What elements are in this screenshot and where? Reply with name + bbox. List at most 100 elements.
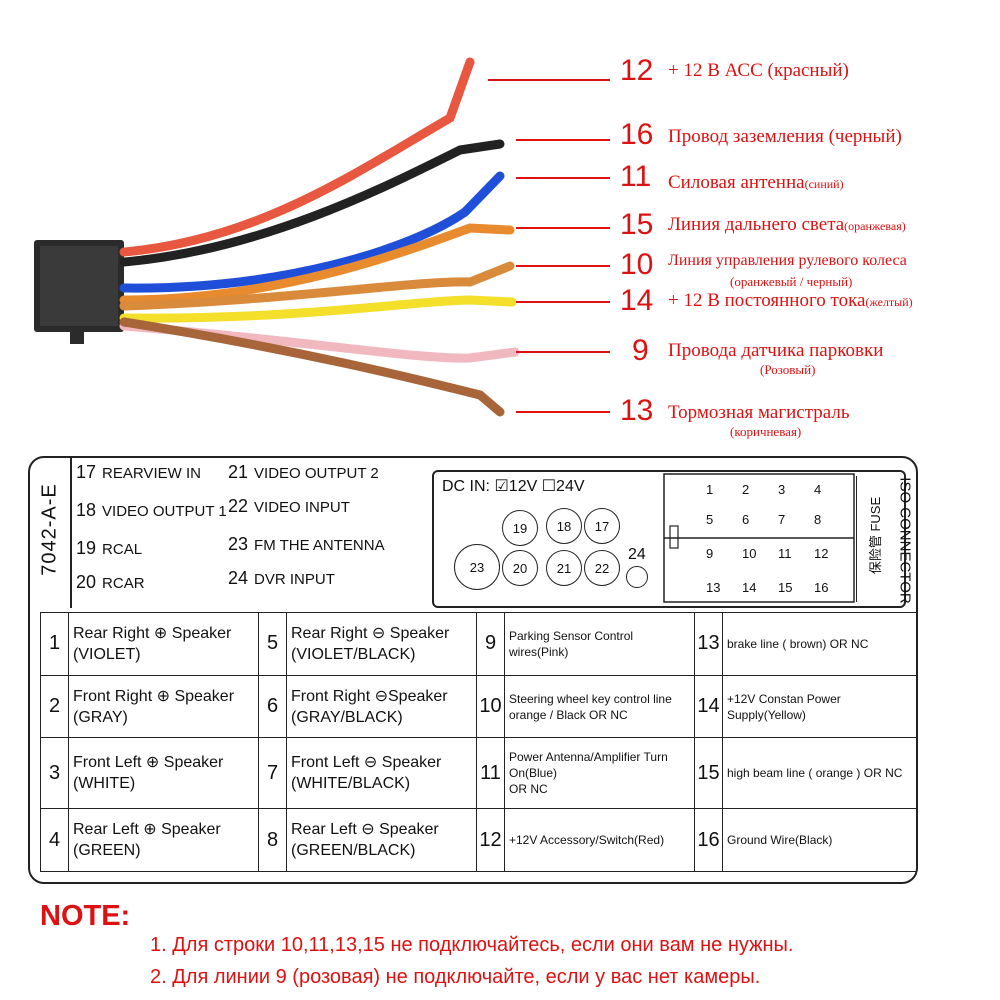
iso-pin-number: 12 xyxy=(814,546,829,561)
pin-description-cell: Front Left ⊕ Speaker (WHITE) xyxy=(68,737,259,810)
iso-connector-section: ISO CONNECTOR xyxy=(894,477,916,605)
pin-number-cell: 2 xyxy=(40,674,69,739)
wire-description-text: Провода датчика парковки xyxy=(668,340,884,361)
pin-number-cell: 13 xyxy=(694,612,723,676)
legend-text: REARVIEW IN xyxy=(102,465,201,482)
iso-pin-number: 15 xyxy=(778,580,793,595)
legend-number: 17 xyxy=(76,462,97,482)
pin-number-cell: 14 xyxy=(694,674,723,739)
wire-pin-number: 15 xyxy=(620,208,654,241)
iso-pin-number: 10 xyxy=(742,546,757,561)
wire-11 xyxy=(119,171,505,293)
pin-description-cell: +12V Constan Power Supply(Yellow) xyxy=(722,674,917,739)
model-code: 7042-A-E xyxy=(38,483,61,576)
wire-description: Линия дальнего света(оранжевая) xyxy=(668,214,906,236)
note-line-1: 1. Для строки 10,11,13,15 не подключайте… xyxy=(150,934,794,956)
wire-15 xyxy=(119,223,515,305)
pin-number-cell: 1 xyxy=(40,612,69,676)
wire-pin-number: 9 xyxy=(632,334,649,367)
fuse-section: 保险管 FUSE xyxy=(856,476,891,602)
av-pin-label: 24 xyxy=(628,546,646,563)
iso-pin-number: 6 xyxy=(742,512,750,527)
pin-description-cell: Parking Sensor Control wires(Pink) xyxy=(504,612,695,676)
wire-description-text: Линия дальнего света xyxy=(668,214,845,235)
pin-description-cell: Rear Left ⊕ Speaker (GREEN) xyxy=(68,808,259,872)
iso-pin-number: 7 xyxy=(778,512,786,527)
pin-description-cell: Front Left ⊖ Speaker (WHITE/BLACK) xyxy=(286,737,477,810)
iso-pin-number: 16 xyxy=(814,580,829,595)
pin-description-cell: high beam line ( orange ) OR NC xyxy=(722,737,917,810)
wire-color-note: (синий) xyxy=(804,177,844,191)
iso-pin-number: 4 xyxy=(814,482,822,497)
wire-description: Провод заземления (черный) xyxy=(668,126,902,148)
av-pin-circle: 19 xyxy=(502,510,538,546)
legend-number: 18 xyxy=(76,500,97,520)
wire-description-text: + 12 В постоянного тока xyxy=(668,290,866,311)
wire-description: Провода датчика парковки xyxy=(668,340,883,362)
wire-12 xyxy=(119,57,475,257)
wire-color-note: (желтый) xyxy=(865,295,913,309)
legend-item: 18 VIDEO OUTPUT 1 xyxy=(76,500,227,521)
legend-number: 21 xyxy=(228,462,249,482)
legend-number: 24 xyxy=(228,568,249,588)
iso-pin-number: 13 xyxy=(706,580,721,595)
iso-pin-number: 2 xyxy=(742,482,750,497)
pin-description-cell: Ground Wire(Black) xyxy=(722,808,917,872)
wire-description: Силовая антенна(синий) xyxy=(668,172,844,194)
iso-pin-number: 8 xyxy=(814,512,822,527)
iso-pin-grid xyxy=(663,473,855,603)
wire-14 xyxy=(119,295,517,323)
fuse-label: 保险管 FUSE xyxy=(868,496,883,575)
pin-description-cell: Rear Left ⊖ Speaker (GREEN/BLACK) xyxy=(286,808,477,872)
wire-harness-drawing xyxy=(34,57,610,417)
av-pin-circle: 21 xyxy=(546,550,582,586)
legend-text: VIDEO OUTPUT 1 xyxy=(102,503,227,520)
wire-pin-number: 10 xyxy=(620,248,654,281)
iso-pin-number: 5 xyxy=(706,512,714,527)
dc-in-voltage: DC IN: ☑12V ☐24V xyxy=(442,478,585,495)
wire-pin-number: 14 xyxy=(620,284,654,317)
iso-pin-number: 11 xyxy=(778,546,792,561)
wire-pin-number: 13 xyxy=(620,394,654,427)
note-line-2: 2. Для линии 9 (розовая) не подключайте,… xyxy=(150,966,761,988)
iso-pin-number: 14 xyxy=(742,580,757,595)
av-pin-circle: 22 xyxy=(584,550,620,586)
wire-color-note: (оранжевая) xyxy=(844,219,906,233)
wire-description: + 12 В АСС (красный) xyxy=(668,60,849,82)
wire-13 xyxy=(119,317,505,417)
av-pin-circle: 17 xyxy=(584,508,620,544)
pin-description-cell: Power Antenna/Amplifier Turn On(Blue) OR… xyxy=(504,737,695,810)
legend-number: 20 xyxy=(76,572,97,592)
wire-color-subnote: (Розовый) xyxy=(760,362,816,377)
iso-pin-number: 3 xyxy=(778,482,786,497)
pin-description-cell: Rear Right ⊕ Speaker (VIOLET) xyxy=(68,612,259,676)
iso-pin-number: 9 xyxy=(706,546,714,561)
pin-number-cell: 6 xyxy=(258,674,287,739)
wire-pin-number: 11 xyxy=(620,160,652,193)
legend-text: FM THE ANTENNA xyxy=(254,537,385,554)
pin-description-cell: Rear Right ⊖ Speaker (VIOLET/BLACK) xyxy=(286,612,477,676)
wire-16 xyxy=(119,139,505,267)
pin-description-cell: Steering wheel key control line orange /… xyxy=(504,674,695,739)
pin-description-cell: Front Right ⊖Speaker (GRAY/BLACK) xyxy=(286,674,477,739)
legend-text: DVR INPUT xyxy=(254,571,335,588)
legend-item: 24 DVR INPUT xyxy=(228,568,335,589)
legend-text: VIDEO INPUT xyxy=(254,499,350,516)
wire-description-text: Силовая антенна xyxy=(668,172,805,193)
wire-color-subnote: (коричневая) xyxy=(730,424,802,439)
pin-number-cell: 15 xyxy=(694,737,723,810)
pin-number-cell: 4 xyxy=(40,808,69,872)
wire-description-text: Линия управления рулевого колеса xyxy=(668,252,907,269)
pin-number-cell: 9 xyxy=(476,612,505,676)
iso-pin-number: 1 xyxy=(706,482,714,497)
iso-connector-label: ISO CONNECTOR xyxy=(896,477,914,604)
av-pin-circle: 23 xyxy=(454,544,500,590)
legend-item: 17 REARVIEW IN xyxy=(76,462,201,483)
